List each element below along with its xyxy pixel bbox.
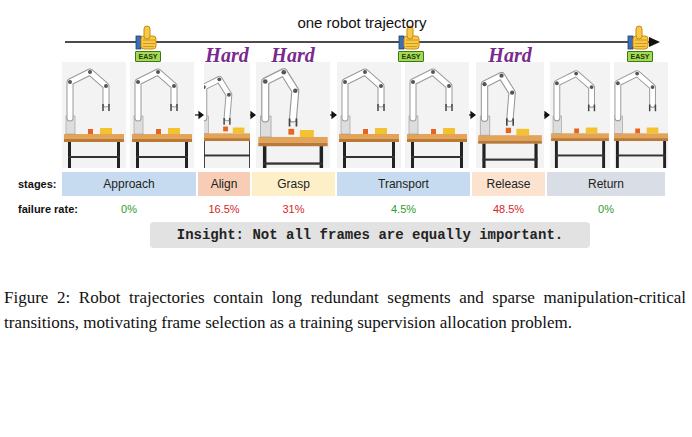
hard-tag: Hard bbox=[205, 44, 248, 67]
hard-tag: Hard bbox=[271, 44, 314, 67]
row-label: stages: bbox=[18, 178, 57, 190]
step-arrows bbox=[195, 112, 549, 118]
failure-rate: 4.5% bbox=[391, 203, 416, 215]
insight-box: Insight: Not all frames are equally impo… bbox=[150, 222, 590, 248]
stage-band: Approach bbox=[62, 172, 196, 196]
failure-rate: 0% bbox=[121, 203, 137, 215]
node-text: Align bbox=[211, 177, 238, 191]
easy-badge: EASY bbox=[135, 51, 160, 62]
hard-tag: Hard bbox=[488, 44, 531, 67]
axis-label: one robot trajectory bbox=[297, 14, 426, 31]
stage-band: Transport bbox=[337, 172, 470, 196]
node-text: Insight: Not all frames are equally impo… bbox=[177, 227, 563, 243]
easy-badge: EASY bbox=[627, 51, 652, 62]
figure-caption: Figure 2: Robot trajectories contain lon… bbox=[4, 286, 686, 335]
easy-badge: EASY bbox=[398, 51, 423, 62]
node-text: Approach bbox=[103, 177, 154, 191]
node-text: Grasp bbox=[277, 177, 310, 191]
node-text: Release bbox=[486, 177, 530, 191]
node-text: Transport bbox=[378, 177, 429, 191]
stage-band: Grasp bbox=[252, 172, 335, 196]
trajectory-arrowhead bbox=[649, 37, 660, 47]
robot-photos bbox=[62, 51, 672, 178]
failure-rate: 31% bbox=[282, 203, 304, 215]
row-label: failure rate: bbox=[18, 203, 78, 215]
stage-band: Align bbox=[198, 172, 250, 196]
stage-band: Release bbox=[472, 172, 545, 196]
failure-rate: 16.5% bbox=[208, 203, 239, 215]
failure-rate: 48.5% bbox=[493, 203, 524, 215]
node-text: Return bbox=[588, 177, 624, 191]
stage-band: Return bbox=[547, 172, 665, 196]
failure-rate: 0% bbox=[598, 203, 614, 215]
